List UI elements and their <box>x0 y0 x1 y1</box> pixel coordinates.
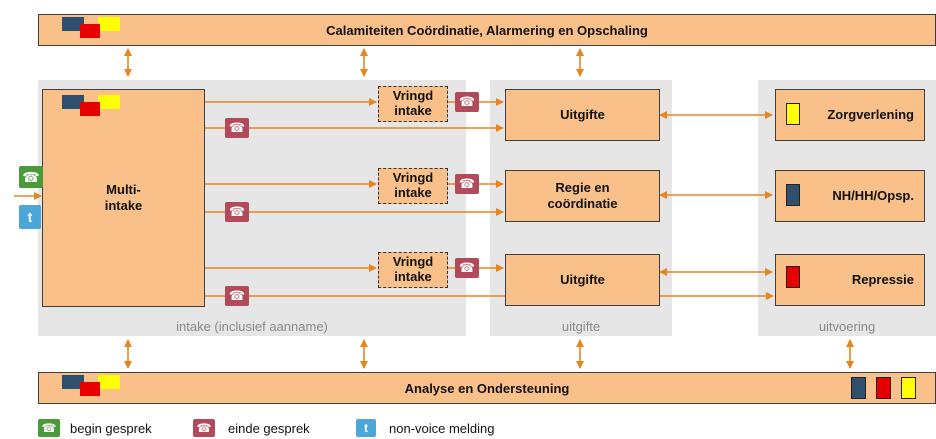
bottom-bar-title: Analyse en Ondersteuning <box>404 380 570 396</box>
phone-end-icon: ☎ <box>225 118 249 138</box>
phone-end-icon: ☎ <box>455 258 479 278</box>
uitgifte-box-bottom: Uitgifte <box>505 254 660 306</box>
nh-hh-opsp-label: NH/HH/Opsp. <box>832 187 914 203</box>
regie-coordinatie-box: Regie en coördinatie <box>505 170 660 222</box>
legend-begin-label: begin gesprek <box>70 421 152 436</box>
regie-line2: coördinatie <box>547 196 618 211</box>
legend-nonvoice-label: non-voice melding <box>389 421 495 436</box>
intake-zone-label: intake (inclusief aanname) <box>176 319 328 334</box>
org-colors-icon <box>62 17 122 43</box>
nh-hh-opsp-box: NH/HH/Opsp. <box>775 170 925 222</box>
top-bar: Calamiteiten Coördinatie, Alarmering en … <box>38 14 936 46</box>
repressie-box: Repressie <box>775 254 925 306</box>
uitgifte-zone-label: uitgifte <box>561 319 601 334</box>
repressie-label: Repressie <box>851 271 914 287</box>
yellow-block-icon <box>786 103 800 125</box>
uitgifte-box-top: Uitgifte <box>505 89 660 141</box>
vroeg-intake-line2: intake <box>394 185 432 200</box>
top-bar-title: Calamiteiten Coördinatie, Alarmering en … <box>326 22 648 38</box>
uitgifte-bottom-label: Uitgifte <box>560 271 605 287</box>
phone-green-icon: ☎ <box>38 419 60 437</box>
multi-intake-box: Multi- intake <box>42 89 205 307</box>
multi-intake-line2: intake <box>104 198 143 213</box>
phone-green-icon: ☎ <box>19 166 43 188</box>
zorgverlening-box: Zorgverlening <box>775 89 925 141</box>
yellow-block-icon <box>901 377 916 399</box>
red-block-icon <box>786 266 800 288</box>
vroeg-intake-line2: intake <box>394 269 432 284</box>
twitter-icon: t <box>19 205 41 229</box>
zorgverlening-label: Zorgverlening <box>827 106 914 122</box>
phone-end-icon: ☎ <box>225 286 249 306</box>
vroeg-intake-box-1: Vringd intake <box>378 86 448 122</box>
navy-block-icon <box>851 377 866 399</box>
vroeg-intake-line1: Vringd <box>392 254 434 270</box>
vroeg-intake-box-2: Vringd intake <box>378 168 448 204</box>
vroeg-intake-line1: Vringd <box>392 88 434 104</box>
phone-end-icon: ☎ <box>455 92 479 112</box>
uitgifte-top-label: Uitgifte <box>560 106 605 122</box>
vroeg-intake-line2: intake <box>394 103 432 118</box>
phone-end-icon: ☎ <box>193 419 215 437</box>
twitter-icon: t <box>356 419 376 437</box>
vroeg-intake-line1: Vringd <box>392 170 434 186</box>
org-colors-icon <box>62 375 122 401</box>
vroeg-intake-box-3: Vringd intake <box>378 252 448 288</box>
phone-end-icon: ☎ <box>455 174 479 194</box>
org-colors-icon <box>62 95 122 121</box>
multi-intake-line1: Multi- <box>106 181 141 197</box>
legend-einde-label: einde gesprek <box>228 421 310 436</box>
regie-line1: Regie en <box>555 179 610 195</box>
uitvoering-zone-label: uitvoering <box>818 319 876 334</box>
phone-end-icon: ☎ <box>225 202 249 222</box>
bottom-bar: Analyse en Ondersteuning <box>38 372 936 404</box>
navy-block-icon <box>786 184 800 206</box>
red-block-icon <box>876 377 891 399</box>
